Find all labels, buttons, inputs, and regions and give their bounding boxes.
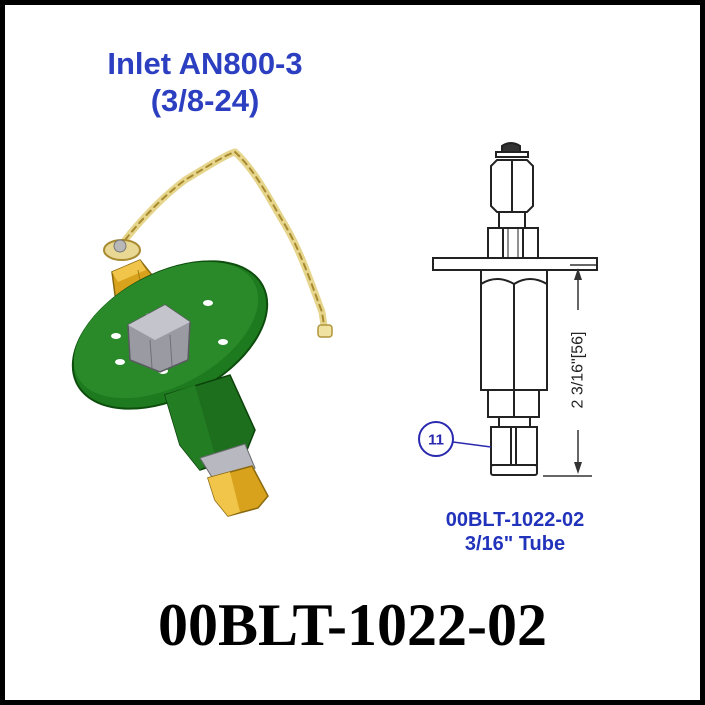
tube-nut-icon — [490, 426, 538, 466]
part-number-title: 00BLT-1022-02 — [157, 592, 547, 658]
dimension-label: 2 3/16"[56] — [570, 332, 587, 409]
lock-nut-icon — [487, 227, 539, 259]
bottom-fitting-icon — [199, 443, 269, 517]
inlet-label: Inlet AN800-3 (3/8-24) — [60, 45, 350, 119]
chain-icon — [121, 148, 333, 338]
grey-nut-icon — [127, 304, 191, 373]
inlet-label-line2: (3/8-24) — [150, 83, 260, 118]
drawing-caption-line2: 3/16" Tube — [464, 533, 566, 555]
top-cap-icon — [501, 142, 521, 154]
inlet-label-line1: Inlet AN800-3 — [107, 46, 303, 81]
drawing-caption-line1: 00BLT-1022-02 — [445, 509, 585, 531]
drawing-caption: 00BLT-1022-02 3/16" Tube — [400, 508, 630, 556]
balloon-number: 11 — [428, 432, 444, 449]
flange-plate-icon — [432, 257, 598, 271]
body-icon — [164, 374, 256, 471]
dimension-line — [543, 264, 596, 477]
item-balloon: 11 — [418, 421, 492, 457]
